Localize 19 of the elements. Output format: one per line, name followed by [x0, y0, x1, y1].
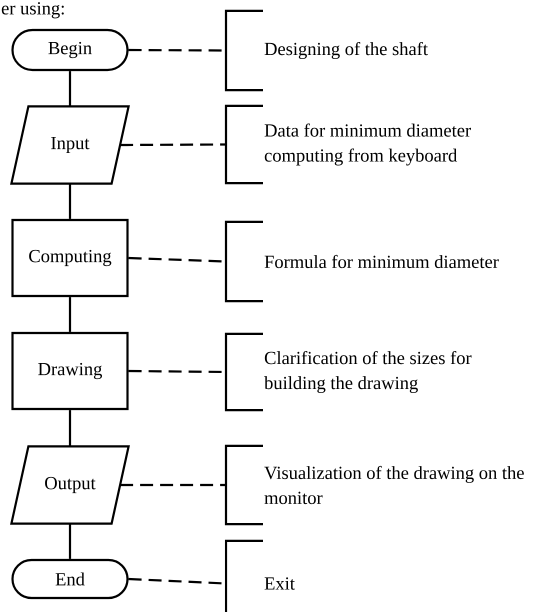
bracket-note: Data for minimum diameter computing from keyboard: [224, 104, 471, 184]
terminal-box: End: [11, 558, 129, 600]
io-parallelogram: Input: [10, 105, 130, 185]
connector-line: [68, 71, 72, 106]
bracket-note: Formula for minimum diameter: [224, 220, 499, 302]
io-parallelogram: Output: [10, 445, 130, 525]
connector-line: [68, 184, 72, 219]
process-box: Drawing: [11, 332, 129, 410]
bracket-note: Designing of the shaft: [224, 10, 428, 92]
dashed-connector: [120, 143, 226, 146]
terminal-box: Begin: [11, 28, 129, 72]
bracket-note: Visualization of the drawing on the monitor: [224, 444, 524, 526]
connector-line: [68, 524, 72, 559]
connector-line: [68, 297, 72, 332]
bracket-note: Clarification of the sizes for building the drawing: [224, 332, 472, 412]
dashed-connector: [120, 484, 226, 486]
bracket-note: Exit: [224, 540, 295, 612]
process-box: Computing: [11, 218, 129, 298]
connector-line: [68, 410, 72, 446]
